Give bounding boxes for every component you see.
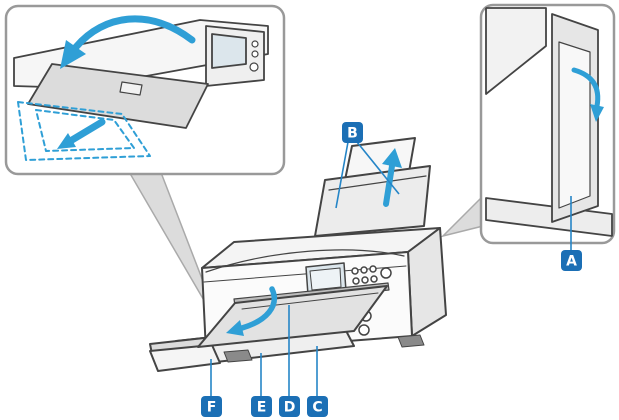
label-a-text: A	[566, 254, 577, 270]
top-cover-seam	[205, 249, 405, 273]
label-badge-d: D	[279, 396, 300, 417]
panel-button	[369, 265, 377, 273]
label-badge-b: B	[342, 122, 363, 143]
panel-button	[251, 40, 259, 48]
label-badge-a: A	[561, 250, 582, 271]
rear-callout-content	[485, 7, 613, 237]
printer-edge-closeup	[485, 7, 547, 95]
printer-main	[149, 137, 447, 372]
printer-foot-left	[223, 349, 253, 363]
label-f-text: F	[207, 400, 217, 416]
front-trays	[149, 285, 388, 372]
panel-button	[360, 266, 368, 274]
dashed-tray-outline	[17, 101, 151, 161]
rear-callout-pointer	[440, 194, 484, 238]
pull-out-arrow-icon	[57, 118, 106, 149]
leader-b-right	[356, 141, 400, 195]
tray-end-piece	[149, 344, 221, 372]
panel-dial	[380, 267, 392, 279]
label-d-text: D	[284, 400, 296, 416]
label-c-text: C	[312, 400, 322, 416]
cover-handle	[119, 81, 143, 96]
extend-support-arrow-icon	[571, 67, 604, 122]
front-callout-content	[13, 15, 269, 161]
leader-b-left	[335, 141, 349, 209]
front-cover-open-closeup	[27, 63, 209, 129]
panel-button	[370, 275, 378, 283]
label-badge-f: F	[201, 396, 222, 417]
panel-button	[361, 276, 369, 284]
panel-button	[251, 50, 259, 58]
panel-button	[352, 277, 360, 285]
printer-foot-right	[397, 334, 425, 348]
open-cover-arrow-icon	[60, 15, 196, 69]
resume-button	[358, 324, 370, 336]
rear-tray-panel	[314, 165, 431, 237]
rear-tray-up-arrow-icon	[382, 148, 402, 207]
label-badge-c: C	[307, 396, 328, 417]
lcd-closeup	[211, 33, 247, 69]
panel-dial	[249, 62, 259, 72]
rear-tray-edge-line	[328, 175, 427, 191]
panel-button	[351, 267, 359, 275]
label-b-text: B	[347, 126, 358, 142]
lcd-screen-inner	[309, 267, 342, 291]
label-badges: A B C D E F	[201, 122, 582, 417]
open-cover-curved-arrow-icon	[226, 286, 277, 336]
leader-lines	[210, 141, 572, 397]
output-tray-cover	[197, 285, 388, 348]
label-badge-e: E	[251, 396, 272, 417]
paper-support-inner	[558, 41, 591, 209]
rear-tray	[314, 137, 431, 237]
label-e-text: E	[257, 400, 267, 416]
cover-edge-line	[241, 292, 379, 310]
